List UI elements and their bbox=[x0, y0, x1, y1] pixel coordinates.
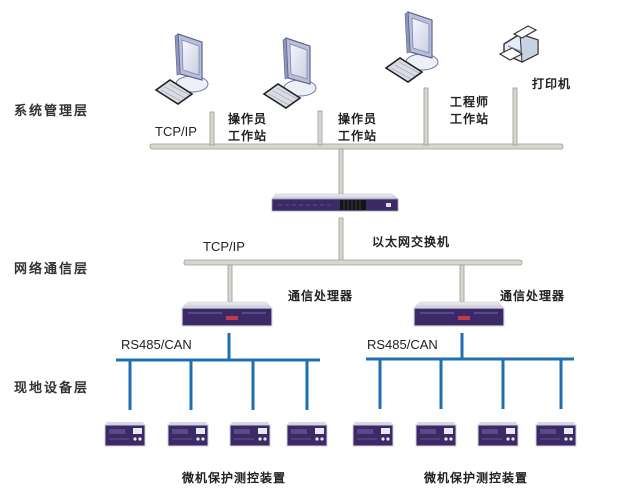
drop-printer bbox=[512, 87, 518, 146]
protection-device-right-label: 微机保护测控装置 bbox=[424, 471, 529, 485]
operator-workstation-2-label: 操作员 工作站 bbox=[338, 110, 377, 144]
protection-device-left-label: 微机保护测控装置 bbox=[182, 471, 287, 485]
drop-engineer-ws bbox=[423, 87, 429, 146]
protection-device-icon bbox=[229, 422, 271, 447]
top-bus-protocol-label: TCP/IP bbox=[155, 124, 197, 139]
protection-device-icon bbox=[352, 422, 394, 447]
right-field-bus bbox=[366, 333, 574, 409]
drop-operator-ws-2 bbox=[317, 110, 323, 146]
middle-bus-protocol-label: TCP/IP bbox=[203, 239, 245, 254]
engineer-workstation-label-line1: 工程师 bbox=[450, 95, 490, 109]
operator-workstation-2-label-line1: 操作员 bbox=[338, 112, 378, 126]
protection-device-icon bbox=[286, 422, 328, 447]
link-top-to-switch bbox=[338, 148, 344, 195]
protection-device-icon bbox=[167, 422, 209, 447]
comm-processor-right-label: 通信处理器 bbox=[500, 289, 566, 303]
left-field-bus-protocol-label: RS485/CAN bbox=[121, 337, 192, 352]
middle-ethernet-bus bbox=[183, 259, 523, 266]
drop-operator-ws-1 bbox=[209, 111, 215, 146]
comm-processor-right-icon bbox=[413, 301, 505, 327]
protection-device-icon bbox=[477, 422, 519, 447]
engineer-workstation-label-line2: 工作站 bbox=[450, 112, 490, 126]
top-ethernet-bus bbox=[149, 143, 564, 150]
drop-comm-proc-right bbox=[459, 264, 465, 303]
protection-device-icon bbox=[415, 422, 457, 447]
operator-workstation-1-label: 操作员 工作站 bbox=[228, 110, 267, 144]
printer-label: 打印机 bbox=[532, 77, 572, 91]
engineer-workstation-icon bbox=[385, 11, 439, 83]
protection-device-icon bbox=[104, 422, 146, 447]
operator-workstation-1-label-line2: 工作站 bbox=[228, 129, 268, 143]
layer-label-network: 网络通信层 bbox=[14, 262, 90, 277]
link-switch-to-middle bbox=[338, 217, 344, 262]
protection-devices-group bbox=[104, 422, 577, 447]
engineer-workstation-label: 工程师 工作站 bbox=[450, 93, 489, 127]
right-field-bus-protocol-label: RS485/CAN bbox=[367, 337, 438, 352]
printer-icon bbox=[498, 25, 539, 63]
ethernet-switch-icon bbox=[271, 193, 399, 212]
left-field-bus bbox=[116, 333, 320, 410]
layer-label-field: 现地设备层 bbox=[14, 381, 90, 396]
protection-device-icon bbox=[535, 422, 577, 447]
layer-label-management: 系统管理层 bbox=[14, 104, 90, 119]
operator-workstation-1-icon bbox=[155, 33, 209, 105]
ethernet-switch-label: 以太网交换机 bbox=[372, 235, 451, 249]
operator-workstation-2-label-line2: 工作站 bbox=[338, 129, 378, 143]
drop-comm-proc-left bbox=[227, 264, 233, 303]
operator-workstation-1-label-line1: 操作员 bbox=[228, 112, 268, 126]
operator-workstation-2-icon bbox=[263, 37, 317, 109]
comm-processor-left-icon bbox=[181, 301, 273, 327]
comm-processor-left-label: 通信处理器 bbox=[288, 289, 354, 303]
